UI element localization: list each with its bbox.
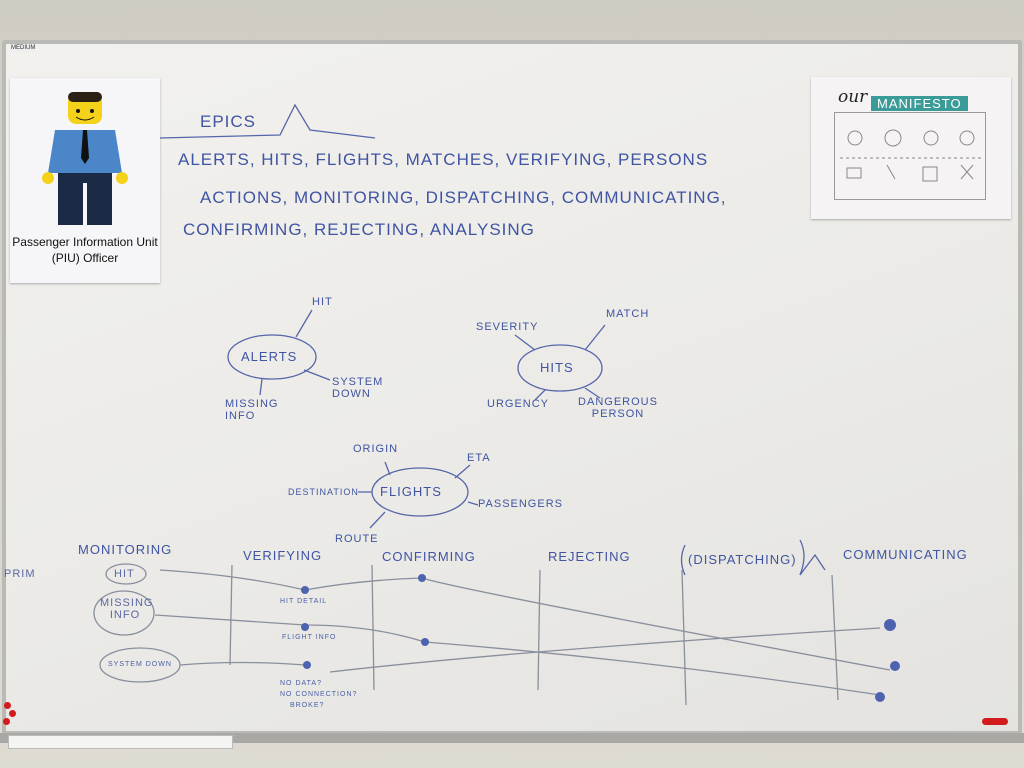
swimlane-trigger: HIT [114,568,135,580]
swimlane-note: BROKE? [290,702,325,709]
swimlane-note: HIT DETAIL [280,598,328,605]
mindmap-node: ORIGIN [353,443,399,455]
epics-line: CONFIRMING, REJECTING, ANALYSING [183,220,535,239]
mindmap-node: MISSING INFO [225,398,279,422]
mindmap-node: PASSENGERS [478,498,563,510]
mindmap-node: SEVERITY [476,321,539,333]
manifesto-prefix: our [838,87,868,107]
epics-line: ACTIONS, MONITORING, DISPATCHING, COMMUN… [200,188,727,207]
manifesto-title: MANIFESTO [871,96,968,111]
manifesto-sketches [834,112,986,200]
epics-underline [159,103,376,139]
mindmap-node: MATCH [606,308,650,320]
swimlane-note: FLIGHT INFO [282,634,337,641]
mindmap-node: DANGEROUS PERSON [578,396,658,420]
swimlane-column: VERIFYING [243,548,323,563]
magnet [3,718,10,725]
swimlane-column: MONITORING [78,542,173,557]
manifesto-poster: our MANIFESTO [811,77,1011,219]
lego-figure-icon [42,92,128,225]
persona-poster: Passenger Information Unit (PIU) Officer [10,78,160,283]
swimlane-note: NO CONNECTION? [280,691,358,698]
epics-line: ALERTS, HITS, FLIGHTS, MATCHES, VERIFYIN… [178,150,709,169]
epics-title: EPICS [200,112,257,131]
mindmap-node: ETA [467,452,491,464]
persona-caption: Passenger Information Unit (PIU) Officer [12,235,158,265]
swimlane-column: COMMUNICATING [843,547,968,562]
mindmap-center-flights: FLIGHTS [380,484,442,499]
swimlane-trigger: MISSING INFO [100,597,154,621]
magnet [9,710,16,717]
swimlane-column: CONFIRMING [382,549,476,564]
swimlane-row-label: PRIM [4,568,36,580]
mindmap-node: URGENCY [487,398,550,410]
swimlane-column: REJECTING [548,549,631,564]
mindmap-node: DESTINATION [288,487,359,497]
mindmap-center-alerts: ALERTS [241,349,298,364]
marker-tray [0,733,1024,743]
swimlane-column: (DISPATCHING) [688,552,797,567]
mindmap-center-hits: HITS [540,360,574,375]
mindmap-node: SYSTEM DOWN [332,376,384,400]
mindmap-node: ROUTE [335,533,379,545]
swimlane-dots [301,574,900,702]
mindmap-node: HIT [312,296,333,308]
eraser [8,735,233,749]
board-label: MEDIUM [10,44,37,52]
swimlane-lines [93,563,891,706]
magnet [982,718,1008,725]
swimlane-trigger: SYSTEM DOWN [108,661,172,668]
swimlane-note: NO DATA? [280,680,322,687]
magnet [4,702,11,709]
mindmap-connectors [227,309,606,529]
